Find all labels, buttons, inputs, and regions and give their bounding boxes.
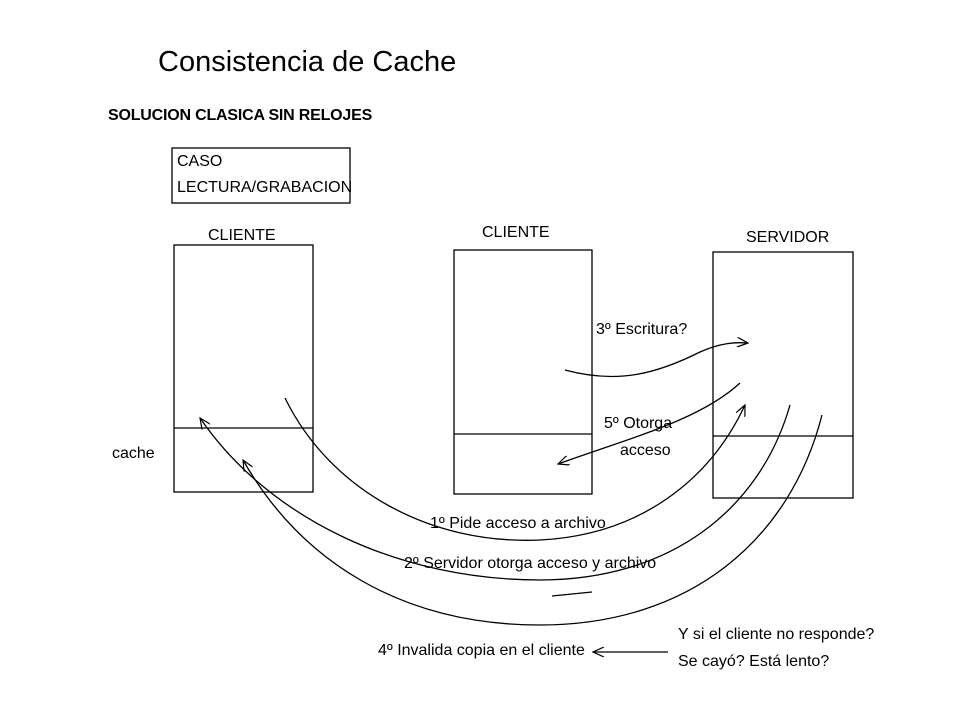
arrow-step4: [243, 414, 823, 626]
diagram-subtitle: SOLUCION CLASICA SIN RELOJES: [108, 107, 373, 124]
question-line1: Y si el cliente no responde?: [678, 626, 874, 643]
client-left-label: CLIENTE: [208, 227, 276, 244]
server-box: [712, 251, 854, 499]
arrow-step5: [558, 382, 741, 464]
server-label: SERVIDOR: [746, 229, 829, 246]
arc-tick: [551, 591, 593, 597]
case-box-line2: LECTURA/GRABACION: [177, 179, 352, 196]
slide-title: Consistencia de Cache: [158, 46, 457, 78]
step4-label: 4º Invalida copia en el cliente: [378, 642, 585, 659]
client-left-box: [173, 244, 314, 493]
step2-label: 2º Servidor otorga acceso y archivo: [404, 555, 656, 572]
cache-label: cache: [112, 445, 155, 462]
question-line2: Se cayó? Está lento?: [678, 653, 829, 670]
step1-label: 1º Pide acceso a archivo: [430, 515, 606, 532]
arrow-step1: [284, 397, 745, 541]
case-box: [171, 147, 351, 204]
step5-label-line2: acceso: [620, 442, 671, 459]
arrow-step2: [200, 404, 791, 581]
client-middle-label: CLIENTE: [482, 224, 550, 241]
case-box-line1: CASO: [177, 153, 222, 170]
step5-label-line1: 5º Otorga: [604, 415, 672, 432]
arrow-step3: [564, 343, 748, 378]
client-middle-box: [453, 249, 593, 495]
step3-label: 3º Escritura?: [596, 321, 687, 338]
